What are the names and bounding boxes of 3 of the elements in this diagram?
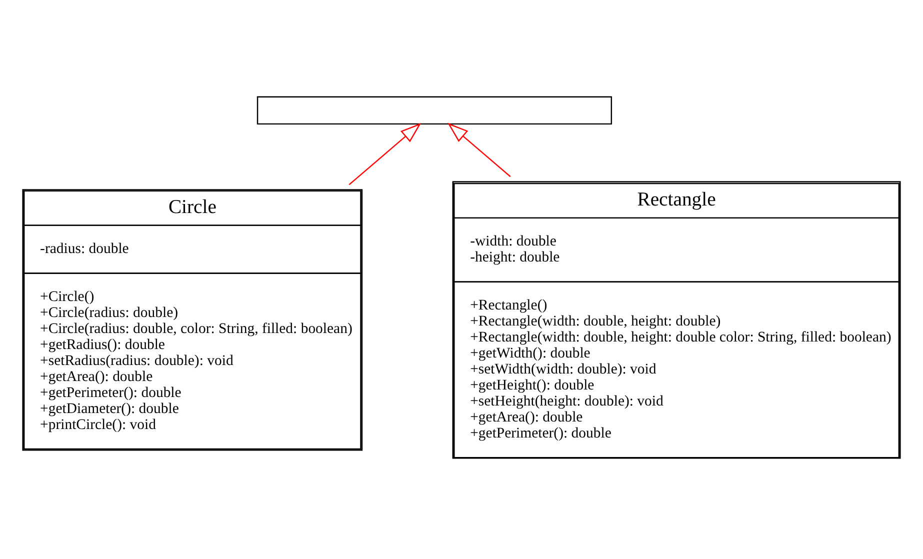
arrow	[448, 122, 511, 177]
node-box	[256, 96, 612, 124]
arrow	[348, 122, 422, 185]
